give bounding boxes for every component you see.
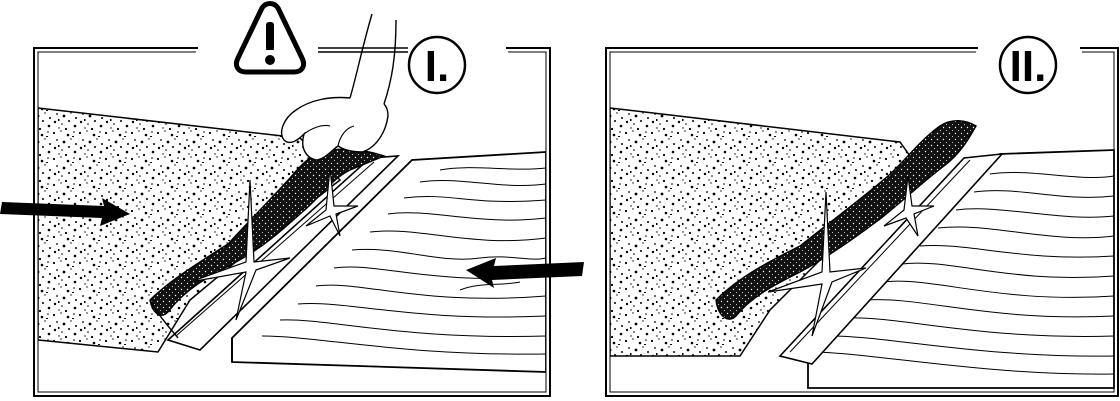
panel-2-frame [605, 47, 1119, 397]
panel-1-frame [33, 47, 551, 397]
step-label-2: II. [1010, 42, 1047, 91]
hand-illustration [280, 13, 397, 161]
step-badge-2: II. [998, 35, 1058, 95]
warning-triangle-icon [233, 1, 307, 75]
wood-board [231, 151, 546, 373]
wood-board [807, 149, 1115, 389]
step-label-1: I. [425, 42, 449, 91]
panel-1: I. [0, 1, 584, 397]
push-arrow-icon [466, 258, 584, 288]
trim-strip [166, 155, 401, 351]
trim-strip [778, 152, 1004, 365]
panel-2: II. [605, 35, 1119, 397]
spark-star-icon [305, 167, 359, 237]
step-badge-1: I. [407, 35, 467, 95]
spark-star-icon [189, 179, 291, 321]
panel-2-frame-inner [609, 51, 1115, 393]
carpet-edge [149, 148, 387, 316]
spark-star-icon [883, 175, 935, 237]
panel-1-frame-inner [37, 51, 547, 393]
push-arrow-icon [0, 198, 130, 226]
spark-star-icon [767, 191, 867, 337]
